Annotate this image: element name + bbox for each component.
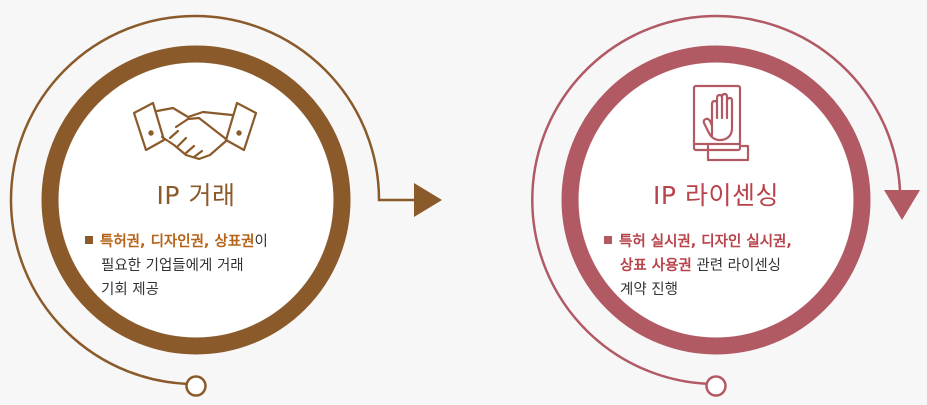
- bullet-square-icon: [85, 236, 93, 244]
- ip-licensing-line-2: 상표 사용권 관련 라이센싱: [604, 254, 854, 278]
- left-outer-arc: [9, 14, 414, 386]
- ip-trade-title: IP 거래: [156, 181, 236, 210]
- left-bottom-node: [185, 375, 207, 397]
- ip-trade-card: IP 거래: [91, 176, 301, 212]
- ip-trade-description: 특허권, 디자인권, 상표권이 필요한 기업들에게 거래 기회 제공: [85, 230, 325, 302]
- ip-licensing-card: IP 라이센싱: [611, 176, 821, 212]
- ip-trade-line-2: 필요한 기업들에게 거래: [101, 258, 244, 274]
- ip-licensing-highlight-2: 상표 사용권: [620, 258, 692, 274]
- ip-licensing-line-1: 특허 실시권, 디자인 실시권,: [604, 230, 854, 254]
- right-inner-disc: [579, 63, 853, 337]
- ip-trade-line-1: 특허권, 디자인권, 상표권이: [85, 230, 325, 254]
- ip-trade-highlight: 특허권, 디자인권, 상표권: [100, 234, 255, 250]
- ip-licensing-group: [531, 14, 920, 397]
- ip-trade-line-3: 기회 제공: [101, 282, 159, 298]
- handshake-icon: [132, 101, 258, 161]
- right-arrowhead: [884, 190, 920, 220]
- ip-trade-line-1-rest: 이: [254, 234, 268, 250]
- right-outer-arc: [531, 14, 902, 386]
- right-ring: [561, 45, 871, 355]
- left-ring: [41, 45, 351, 355]
- ip-licensing-line-2-rest: 관련 라이센싱: [691, 258, 782, 274]
- right-bottom-node: [705, 375, 727, 397]
- bullet-square-icon: [604, 236, 612, 244]
- left-arrowhead: [414, 183, 442, 217]
- left-inner-disc: [59, 63, 333, 337]
- ip-licensing-description: 특허 실시권, 디자인 실시권, 상표 사용권 관련 라이센싱 계약 진행: [604, 230, 854, 302]
- ip-licensing-highlight-1: 특허 실시권, 디자인 실시권,: [619, 234, 792, 250]
- ip-licensing-line-3: 계약 진행: [620, 282, 678, 298]
- oath-book-hand-icon: [692, 84, 750, 162]
- ip-trade-group: [9, 14, 442, 397]
- ip-licensing-title: IP 라이센싱: [653, 181, 779, 210]
